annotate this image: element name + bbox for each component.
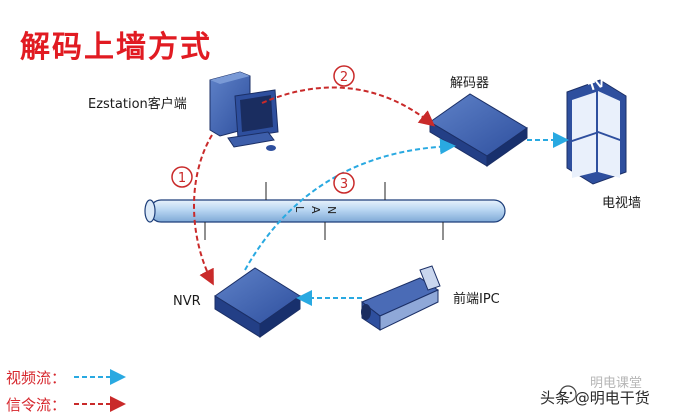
nvr-icon bbox=[214, 267, 301, 338]
client-pc-icon bbox=[209, 71, 279, 151]
decoder-label: 解码器 bbox=[450, 76, 490, 91]
page-title: 解码上墙方式 bbox=[20, 30, 212, 65]
watermark-line2: 头条 @明电干货 bbox=[540, 389, 650, 407]
lan-label-l: L bbox=[293, 206, 306, 213]
step-number-1: 1 bbox=[178, 171, 186, 186]
lan-label-a: A bbox=[309, 206, 322, 214]
video-wall-icon: TV bbox=[566, 76, 627, 185]
video-flow-3 bbox=[244, 138, 456, 271]
legend-signal-label: 信令流： bbox=[6, 396, 67, 414]
client-label: Ezstation客户端 bbox=[88, 97, 187, 112]
video-wall-label: 电视墙 bbox=[602, 196, 642, 211]
step-marker-3: 3 bbox=[333, 172, 355, 194]
signal-flow-2 bbox=[261, 86, 436, 127]
step-marker-1: 1 bbox=[171, 166, 193, 188]
nvr-label: NVR bbox=[173, 294, 201, 309]
lan-label-n: N bbox=[325, 206, 338, 214]
watermark-line1: 明电课堂 bbox=[590, 376, 643, 391]
step-marker-2: 2 bbox=[333, 65, 355, 87]
ipc-label: 前端IPC bbox=[453, 292, 500, 307]
legend-video-label: 视频流： bbox=[6, 369, 67, 387]
signal-flow-1 bbox=[193, 134, 214, 286]
ipc-camera-icon bbox=[361, 265, 441, 331]
decoder-icon bbox=[429, 93, 528, 167]
step-number-2: 2 bbox=[340, 70, 348, 85]
lan-cable bbox=[144, 182, 506, 240]
tv-text: TV bbox=[587, 76, 607, 93]
step-number-3: 3 bbox=[340, 177, 348, 192]
watermark-logo-icon bbox=[559, 385, 577, 403]
